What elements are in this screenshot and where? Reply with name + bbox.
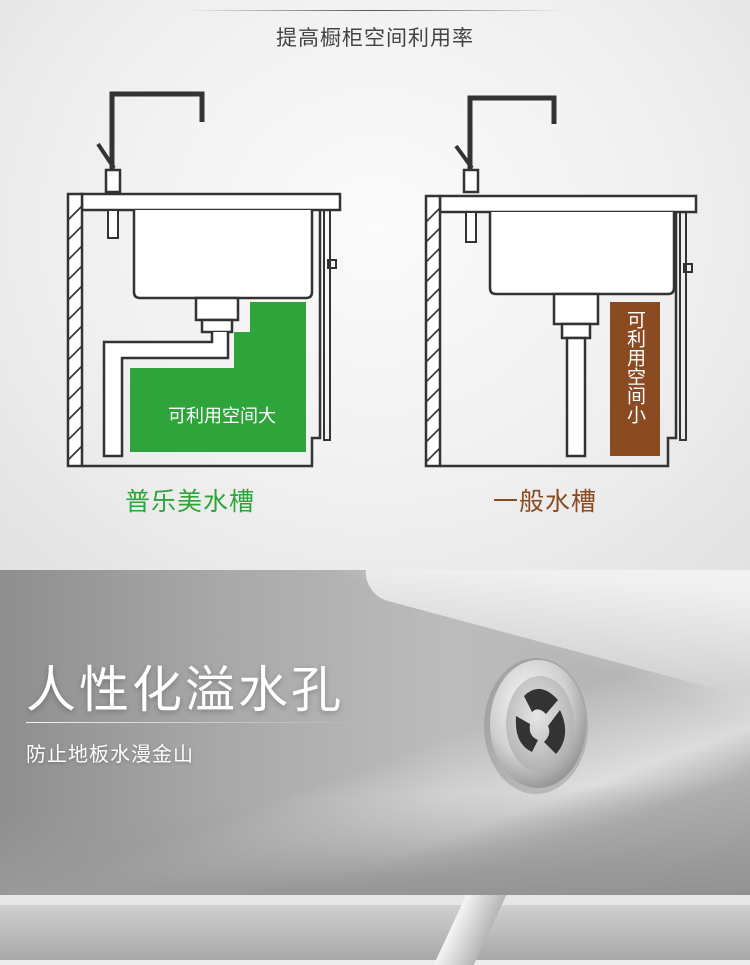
overflow-hole-icon [480, 650, 600, 804]
section-subtitle: 提高橱柜空间利用率 [276, 26, 474, 50]
ordinary-sink-caption: 一般水槽 [492, 487, 597, 516]
feature-divider [26, 722, 366, 723]
sink-cabinet-diagram-right [424, 95, 698, 468]
usable-space-large-label: 可利用空间大 [168, 406, 276, 427]
next-section-preview [0, 895, 750, 965]
sink-cabinet-diagram-left [66, 91, 342, 468]
sink-edge-band [0, 905, 750, 960]
feature-title: 人性化溢水孔 [26, 661, 344, 719]
feature-subtitle: 防止地板水漫金山 [26, 742, 194, 766]
top-divider [185, 10, 565, 11]
space-comparison-section: 提高橱柜空间利用率 [0, 0, 750, 570]
diagram-product-sink: 可利用空间大 [62, 80, 362, 480]
usable-space-small-label: 可利用空间小 [624, 310, 646, 424]
diagram-ordinary-sink: 可利用空间小 [420, 80, 720, 480]
product-sink-caption: 普乐美水槽 [124, 487, 255, 516]
sink-basin-floor [0, 771, 750, 895]
overflow-hole-feature-section: 人性化溢水孔 防止地板水漫金山 [0, 570, 750, 895]
